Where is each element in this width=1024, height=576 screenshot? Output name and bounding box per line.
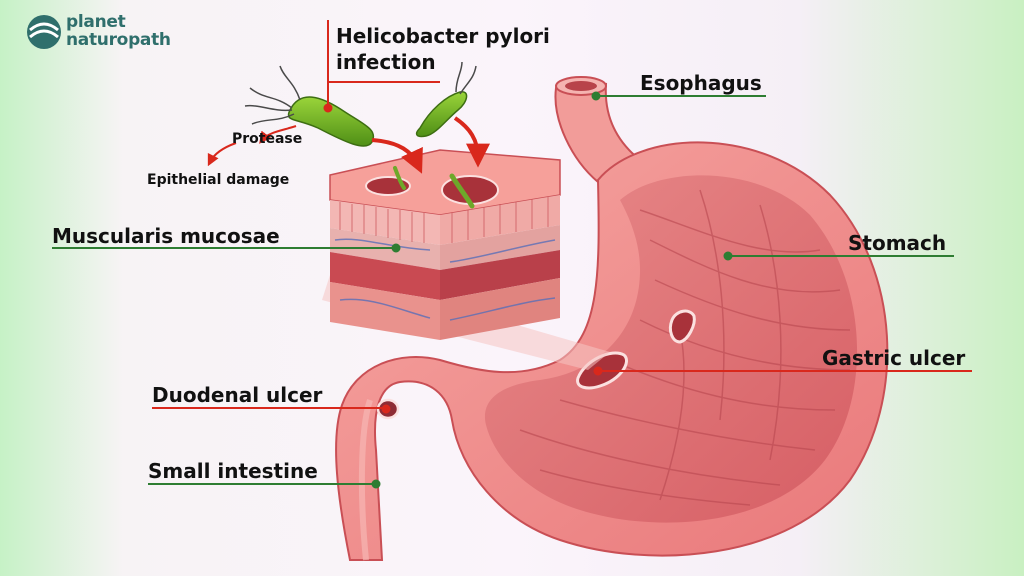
esophagus-tube [554, 76, 642, 184]
arrow-large-bacterium [371, 138, 423, 174]
esophagus-leader [591, 91, 766, 101]
label-infection: infection [336, 50, 436, 74]
small-intestine-tube [358, 399, 373, 561]
logo-icon [27, 15, 61, 49]
label-stomach: Stomach [848, 231, 947, 255]
tissue-block [329, 149, 561, 340]
brand-line1: planet [66, 12, 126, 32]
gastric-leader [593, 366, 972, 376]
brand-line2: naturopath [66, 30, 171, 50]
label-protease: Protease [232, 131, 303, 147]
label-small-intestine: Small intestine [148, 459, 318, 483]
stomach-inner [484, 175, 858, 523]
bacterium-small-icon [415, 61, 477, 138]
muscularis-leader [52, 243, 401, 253]
bacterium-in-crater-icon [393, 166, 475, 209]
duodenal-leader [152, 404, 391, 414]
arrow-small-bacterium [453, 116, 490, 168]
label-gastric-ulcer: Gastric ulcer [822, 346, 966, 370]
label-esophagus: Esophagus [640, 71, 762, 95]
label-epithelial-damage: Epithelial damage [147, 172, 290, 188]
label-helicobacter-pylori: Helicobacter pylori [336, 24, 550, 48]
arrow-protease [259, 125, 297, 144]
label-duodenal-ulcer: Duodenal ulcer [152, 383, 323, 407]
small-intestine-leader [148, 479, 381, 489]
stomach-leader [723, 251, 954, 261]
pylori-leader [323, 20, 440, 113]
label-muscularis-mucosae: Muscularis mucosae [52, 224, 280, 248]
arrow-epithelial [207, 142, 237, 167]
